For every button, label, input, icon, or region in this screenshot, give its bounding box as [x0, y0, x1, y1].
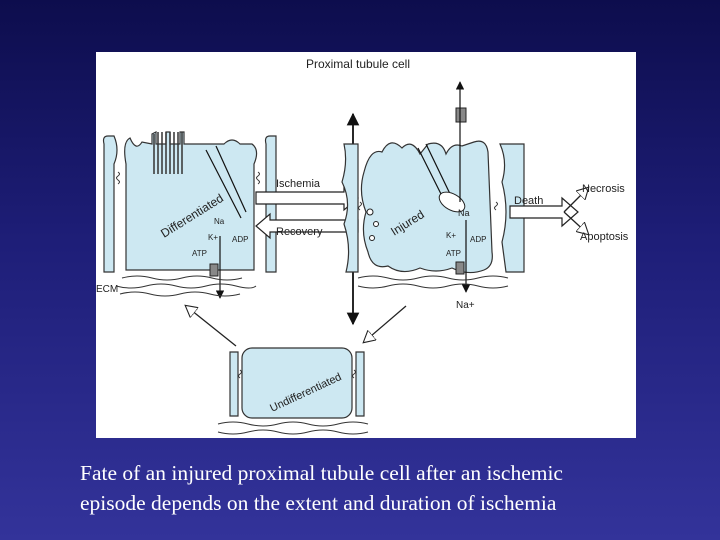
diff-adp-label: ADP: [232, 235, 248, 244]
undifferentiated-cell-body: [241, 347, 353, 419]
differentiated-cell-body: [124, 131, 258, 271]
diff-atp-label: ATP: [192, 249, 207, 258]
differentiated-cell-group: Differentiated Na K+ ATP ADP: [102, 131, 277, 299]
ecm-fibers-left: [115, 275, 257, 297]
caption-line-2: episode depends on the extent and durati…: [80, 491, 557, 515]
figure-title: Proximal tubule cell: [306, 57, 410, 71]
label-ischemia: Ischemia: [276, 178, 321, 190]
diff-k-label: K+: [208, 233, 218, 242]
slide-caption: Fate of an injured proximal tubule cell …: [80, 458, 700, 518]
death-branch: Death Necrosis Apoptosis: [509, 183, 629, 243]
to-apoptosis-arrow: [563, 211, 588, 234]
diff-signal-line-1: [215, 145, 247, 213]
ecm-fibers-bottom: [217, 421, 369, 435]
injured-cell-group: Injured Na K+ ATP ADP Na+: [341, 81, 525, 311]
undiff-to-diff-arrow: [186, 306, 237, 347]
undifferentiated-cell-group: Undifferentiated: [229, 347, 365, 419]
undiff-junctions: [238, 369, 356, 379]
inj-blebs: [366, 208, 379, 241]
diff-signal-line-2: [205, 149, 242, 219]
diagram-panel: Proximal tubule cell Differentiated Na K…: [96, 52, 636, 438]
injured-neighbor-left: [341, 143, 359, 273]
inj-apical-pump: [455, 107, 467, 123]
inj-k-label: K+: [446, 231, 456, 240]
label-apoptosis: Apoptosis: [580, 231, 629, 243]
ischemia-arrow: Ischemia: [255, 178, 359, 212]
injured-to-undiff-arrow: [364, 305, 407, 342]
inj-na-out-label: Na+: [456, 300, 475, 311]
death-arrow: [509, 196, 579, 228]
tight-junctions: [116, 171, 260, 185]
neighbor-cell-left: [102, 135, 118, 273]
inj-na-label: Na: [458, 208, 470, 218]
label-death: Death: [514, 195, 543, 207]
to-necrosis-arrow: [563, 188, 588, 213]
brush-border: [153, 132, 183, 174]
diff-pump: [209, 263, 219, 277]
diff-na-label: Na: [214, 217, 225, 226]
caption-line-1: Fate of an injured proximal tubule cell …: [80, 461, 563, 485]
label-necrosis: Necrosis: [582, 183, 625, 195]
inj-vesicle: [438, 191, 466, 213]
label-ecm: ECM: [96, 284, 118, 295]
diagram-svg: Proximal tubule cell Differentiated Na K…: [96, 57, 629, 435]
inj-basal-pump: [455, 261, 465, 275]
inj-adp-label: ADP: [470, 235, 486, 244]
inj-atp-label: ATP: [446, 249, 461, 258]
undiff-neighbor-right: [355, 351, 365, 417]
inj-signal-line-1: [425, 143, 453, 199]
ecm-fibers-right: [357, 275, 509, 289]
recovery-arrow: Recovery: [255, 212, 359, 240]
injured-junctions: [358, 201, 498, 211]
injured-cell-body: [360, 140, 493, 274]
label-recovery: Recovery: [276, 226, 323, 238]
undiff-neighbor-left: [229, 351, 239, 417]
